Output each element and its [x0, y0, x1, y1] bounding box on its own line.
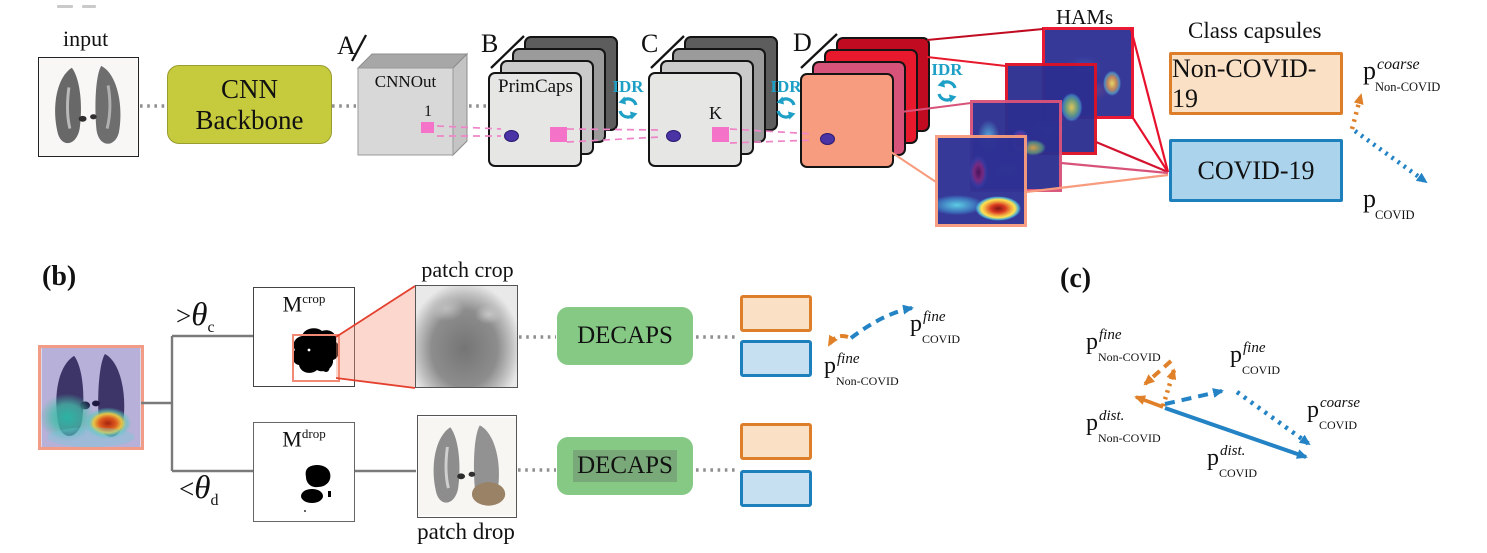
- hams-label: HAMs: [1056, 5, 1114, 29]
- p-fine-covid-vector-label: pfine COVID: [1230, 340, 1280, 377]
- p-fine-noncovid-label: pfine Non-COVID: [824, 351, 899, 388]
- refresh-arrows-icon: [937, 79, 957, 103]
- mini-capsule-noncovid: [740, 295, 812, 332]
- class-capsules-title: Class capsules: [1188, 18, 1322, 43]
- p-fine-covid-label: pfine COVID: [910, 309, 960, 346]
- patch-drop-image: [417, 415, 517, 518]
- routing-window: [550, 127, 567, 142]
- m-crop-label: Mcrop: [282, 291, 326, 317]
- arrow-p-fine-covid-c: [1164, 388, 1224, 406]
- overlay-heatmap-graphic: [41, 348, 141, 447]
- class-caps-stack: [800, 37, 930, 168]
- input-label: input: [63, 26, 109, 51]
- primcaps-label: PrimCaps: [498, 76, 573, 97]
- cnn-backbone-label: CNN Backbone: [195, 74, 304, 135]
- mini-capsule-covid: [740, 340, 812, 377]
- crop-mask-box: Mcrop: [253, 287, 355, 387]
- arrow-orange-dotted: [1160, 368, 1177, 407]
- cnnout-cube: [356, 52, 469, 157]
- routing-window: [712, 127, 729, 142]
- patch-crop-label: patch crop: [421, 257, 514, 282]
- patch-drop-label: patch drop: [417, 519, 515, 544]
- crop-mask-blob: [292, 328, 340, 373]
- panel-c-label: (c): [1060, 263, 1092, 294]
- routing-window-cnnout: [421, 122, 434, 133]
- arrow-p-coarse-covid-c: [1235, 390, 1311, 446]
- capsule-dot: [504, 130, 519, 142]
- decaps-highlight: [573, 450, 677, 482]
- stack-layer-front: K: [648, 72, 742, 167]
- crop-region-box: [292, 334, 340, 382]
- cnnout-label: CNNOut: [374, 72, 437, 91]
- decaps-box-drop: DECAPS: [557, 437, 693, 495]
- idr-routing-indicator: IDR: [766, 78, 806, 126]
- patch-drop-graphic: [418, 417, 516, 516]
- decaps-label: DECAPS: [577, 322, 673, 349]
- panel-b-label: (b): [42, 261, 77, 292]
- capsule-index-k: K: [709, 103, 722, 123]
- arrow-p-fine-noncovid-c: [1143, 359, 1173, 386]
- capsule-dot: [820, 133, 835, 145]
- class-capsule-covid: COVID-19: [1169, 139, 1343, 202]
- lung-ct-graphic: [39, 58, 138, 156]
- arrow-p-coarse-noncovid: [1349, 93, 1364, 130]
- refresh-arrows-icon: [618, 96, 638, 120]
- attention-overlay-image: [38, 345, 144, 450]
- p-fine-noncovid-vector-label: pfine Non-COVID: [1086, 327, 1161, 364]
- stack-layer-front: [800, 73, 894, 168]
- drop-threshold-label: <θd: [179, 470, 219, 509]
- crop-threshold-label: >θc: [176, 297, 215, 336]
- conv-caps-stack: K: [648, 36, 778, 167]
- noncovid-capsule-label: Non-COVID-19: [1172, 53, 1317, 113]
- class-capsule-noncovid: Non-COVID-19: [1169, 52, 1343, 115]
- p-coarse-covid-vector-label: pcoarse COVID: [1307, 395, 1360, 432]
- idr-label: IDR: [612, 77, 644, 96]
- mini-capsule-noncovid: [740, 423, 812, 460]
- patch-crop-image: [415, 285, 518, 388]
- arrow-p-fine-noncovid: [827, 334, 849, 347]
- arrow-p-dist-noncovid: [1134, 395, 1164, 409]
- drop-mask-blobs: [301, 465, 331, 512]
- capsule-index-1: 1: [424, 103, 432, 120]
- idr-routing-indicator: IDR: [927, 61, 967, 109]
- cnn-backbone-box: CNN Backbone: [167, 65, 332, 144]
- decaps-label: DECAPS: [577, 452, 673, 479]
- decaps-box-crop: DECAPS: [557, 307, 693, 365]
- p-dist-noncovid-vector-label: pdist. Non-COVID: [1086, 408, 1161, 445]
- input-ct-image: [38, 57, 139, 157]
- arrow-p-fine-covid: [849, 304, 914, 340]
- capsule-dot: [666, 130, 681, 142]
- ham-tile-front: [935, 135, 1027, 227]
- p-covid-label: p COVID: [1363, 184, 1415, 222]
- arrow-p-covid: [1353, 129, 1428, 184]
- idr-label: IDR: [770, 77, 802, 96]
- drop-mask-box: Mdrop: [253, 422, 355, 522]
- corner-artifact: [57, 5, 73, 8]
- refresh-arrows-icon: [776, 96, 796, 120]
- stack-layer-front: PrimCaps: [488, 72, 582, 167]
- corner-artifact: [82, 5, 96, 8]
- m-drop-label: Mdrop: [282, 426, 326, 452]
- idr-label: IDR: [931, 60, 963, 79]
- idr-routing-indicator: IDR: [608, 78, 648, 126]
- covid-capsule-label: COVID-19: [1197, 155, 1315, 185]
- p-dist-covid-vector-label: pdist. COVID: [1207, 443, 1257, 480]
- mini-capsule-covid: [740, 470, 812, 507]
- primcaps-stack: PrimCaps: [488, 36, 618, 167]
- p-coarse-noncovid-label: pcoarse Non-COVID: [1363, 56, 1441, 94]
